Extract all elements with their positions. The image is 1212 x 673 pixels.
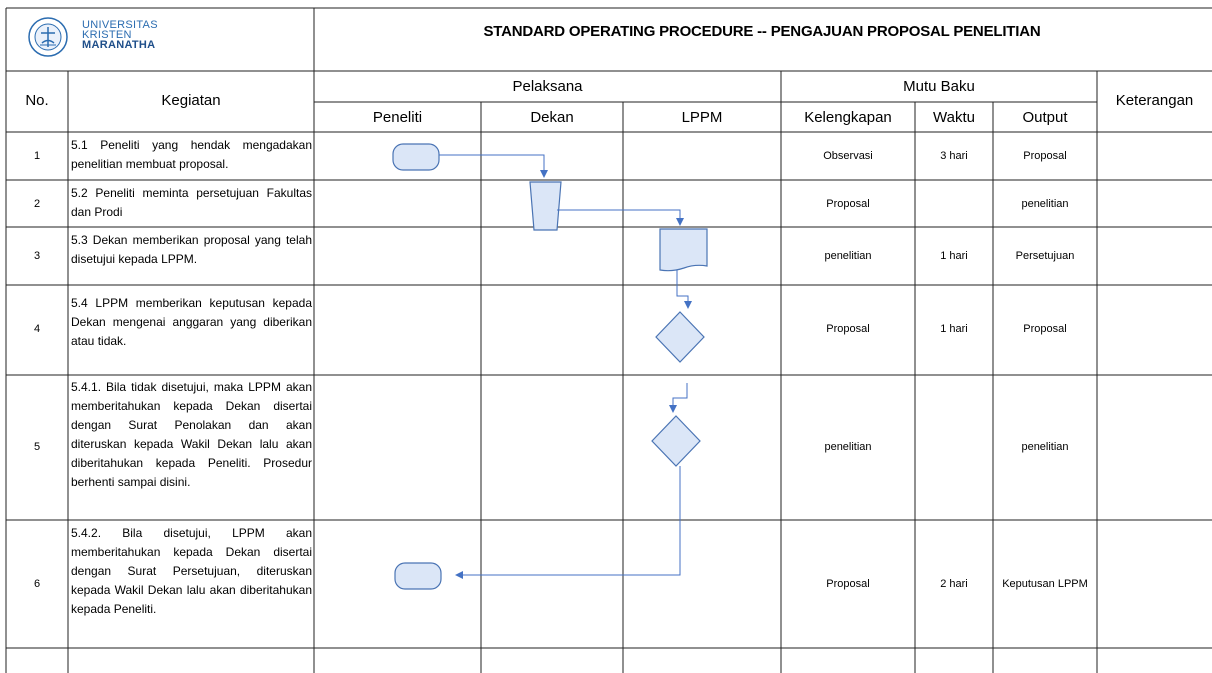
university-logo: UNIVERSITAS KRISTEN MARANATHA [22, 14, 222, 62]
row-1-kelengkapan: Observasi [823, 150, 873, 162]
row-3-no: 3 [33, 250, 41, 262]
row-1-waktu: 3 hari [940, 150, 968, 162]
row-5-kegiatan: 5.4.1. Bila tidak disetujui, maka LPPM a… [71, 380, 312, 489]
row-4-kegiatan: 5.4 LPPM memberikan keputusan kepada Dek… [71, 296, 312, 348]
row-6-kelengkapan: Proposal [826, 578, 870, 590]
row-1-kegiatan: 5.1 Peneliti yang hendak mengadakan pene… [71, 138, 312, 171]
logo-line-1: UNIVERSITAS [82, 19, 158, 31]
row-4-waktu: 1 hari [940, 323, 968, 335]
header-waktu: Waktu [933, 109, 975, 126]
row-3-kegiatan: 5.3 Dekan memberikan proposal yang telah… [71, 233, 312, 266]
row-6-waktu: 2 hari [940, 578, 968, 590]
header-peneliti: Peneliti [372, 109, 423, 126]
header-lppm: LPPM [681, 109, 723, 126]
row-6-no: 6 [33, 578, 41, 590]
logo-line-3: MARANATHA [82, 39, 156, 51]
document-title: STANDARD OPERATING PROCEDURE -- PENGAJUA… [483, 23, 1041, 40]
row-3-output: Persetujuan [1015, 250, 1075, 262]
row-5-kelengkapan: penelitian [824, 441, 872, 453]
row-2-no: 2 [33, 198, 41, 210]
header-no: No. [25, 92, 49, 109]
header-kelengkapan: Kelengkapan [804, 109, 892, 126]
row-2-kegiatan: 5.2 Peneliti meminta persetujuan Fakulta… [71, 186, 312, 219]
header-pelaksana: Pelaksana [512, 78, 583, 95]
row-2-kelengkapan: Proposal [826, 198, 870, 210]
logo-line-2: KRISTEN [82, 29, 132, 41]
row-1-output: Proposal [1023, 150, 1067, 162]
row-6-output: Keputusan LPPM [1002, 578, 1088, 590]
row-2-output: penelitian [1021, 198, 1069, 210]
row-1-no: 1 [33, 150, 41, 162]
row-5-output: penelitian [1021, 441, 1069, 453]
header-output: Output [1022, 109, 1068, 126]
row-6-kegiatan: 5.4.2. Bila disetujui, LPPM akan memberi… [71, 526, 312, 616]
header-keterangan: Keterangan [1115, 92, 1194, 109]
university-seal-icon [28, 17, 68, 57]
university-name: UNIVERSITAS KRISTEN MARANATHA [82, 19, 158, 51]
row-4-no: 4 [33, 323, 41, 335]
header-kegiatan: Kegiatan [161, 92, 221, 109]
row-4-output: Proposal [1023, 323, 1067, 335]
header-mutu-baku: Mutu Baku [903, 78, 975, 95]
row-5-no: 5 [33, 441, 41, 453]
header-dekan: Dekan [530, 109, 574, 126]
row-3-waktu: 1 hari [940, 250, 968, 262]
row-4-kelengkapan: Proposal [826, 323, 870, 335]
row-3-kelengkapan: penelitian [824, 250, 872, 262]
